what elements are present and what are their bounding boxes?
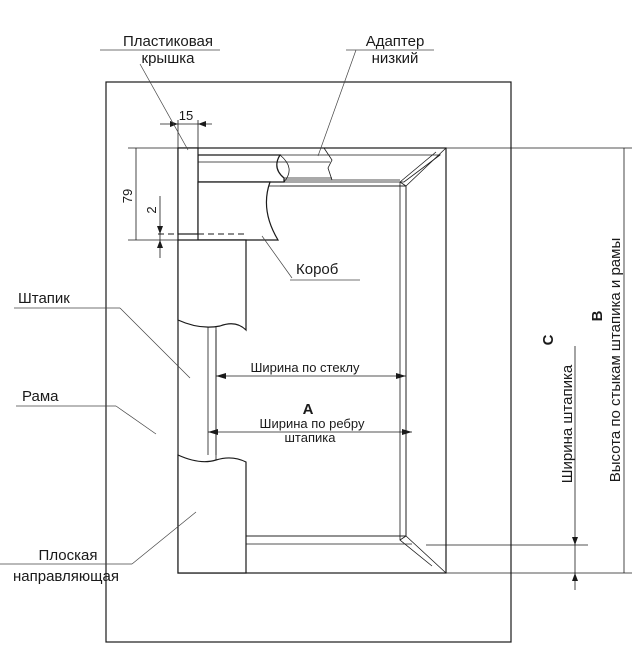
dim-15-text: 15 bbox=[179, 108, 193, 123]
flat-guide-leader bbox=[131, 511, 197, 565]
dim-c-letter: C bbox=[540, 334, 557, 345]
outer-frame-outline bbox=[105, 81, 512, 643]
box-leader bbox=[261, 235, 293, 279]
bead-edge-width-arrow-right bbox=[402, 429, 412, 435]
glass-width-label: Ширина по стеклу bbox=[250, 360, 360, 375]
frame-rectangle bbox=[177, 147, 447, 574]
dim-b-letter: B bbox=[589, 310, 606, 321]
bead-corner-bottom bbox=[399, 535, 407, 541]
plastic-cover-label-1: Пластиковая bbox=[123, 33, 213, 50]
plastic-cover-shape bbox=[177, 147, 199, 235]
dim-79-text: 79 bbox=[120, 189, 135, 203]
adapter-label-2: низкий bbox=[372, 50, 419, 67]
adapter-break-mark bbox=[323, 147, 333, 181]
glass-width-arrow-left bbox=[216, 373, 226, 379]
bead-edge-width-label-2: штапика bbox=[285, 430, 337, 445]
bead-upper-segment bbox=[177, 239, 247, 332]
bead-edge-width-arrow-left bbox=[208, 429, 218, 435]
box-label: Короб bbox=[296, 261, 338, 278]
dim-15-arrow-left bbox=[170, 121, 178, 127]
flat-guide-label-2: направляющая bbox=[13, 568, 119, 585]
bead-edge-width-label-1: Ширина по ребру bbox=[260, 416, 365, 431]
plastic-cover-leader bbox=[139, 63, 189, 151]
right-bead-bevel bbox=[405, 147, 447, 574]
dim-b-text: Высота по стыкам штапика и рамы bbox=[607, 238, 624, 482]
frame-leader bbox=[115, 405, 157, 435]
dim-15-arrow-right bbox=[198, 121, 206, 127]
dim-2-arrow-1 bbox=[157, 226, 163, 234]
box-upper-shape bbox=[197, 181, 280, 241]
plastic-cover-label-2: крышка bbox=[142, 50, 196, 67]
right-bead-inner-line bbox=[399, 151, 437, 567]
dim-2-text: 2 bbox=[144, 206, 159, 213]
dim-c-arrow-1 bbox=[572, 537, 578, 545]
bead-lower-segment bbox=[177, 454, 247, 574]
adapter-top-strip bbox=[197, 154, 285, 183]
bead-label: Штапик bbox=[18, 290, 70, 307]
dim-c-arrow-2 bbox=[572, 573, 578, 581]
frame-label: Рама bbox=[22, 388, 59, 405]
adapter-top-tail bbox=[278, 154, 442, 183]
bead-corner-top bbox=[399, 181, 407, 187]
dim-c-text: Ширина штапика bbox=[559, 364, 576, 483]
bead-leader bbox=[119, 307, 191, 379]
adapter-label-1: Адаптер bbox=[366, 33, 425, 50]
adapter-leader bbox=[317, 49, 357, 157]
dim-2-arrow-2 bbox=[157, 240, 163, 248]
flat-guide-label-1: Плоская bbox=[39, 547, 98, 564]
glass-width-arrow-right bbox=[396, 373, 406, 379]
dim-a-label: A bbox=[303, 401, 314, 418]
